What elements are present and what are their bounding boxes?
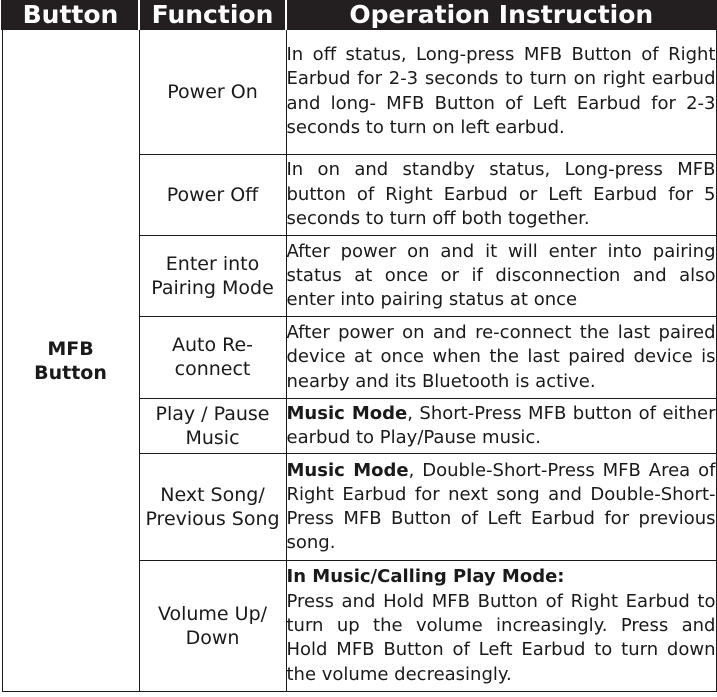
table-row: Volume Up/ Down In Music/Calling Play Mo…	[2, 560, 717, 692]
function-auto-reconnect: Auto Re-connect	[138, 316, 287, 399]
instruction-play-pause: Music Mode, Short-Press MFB button of ei…	[285, 397, 717, 455]
instruction-text: Press and Hold MFB Button of Right Earbu…	[286, 590, 716, 685]
instruction-text: , Short-Press MFB button of either earbu…	[286, 402, 716, 448]
instruction-text: , Double-Short-Press MFB Area of Right E…	[286, 459, 716, 554]
instruction-power-off: In on and standby status, Long-press MFB…	[285, 153, 717, 236]
instruction-mode-label: Music Mode	[286, 459, 409, 481]
instruction-power-on: In off status, Long-press MFB Button of …	[285, 29, 717, 155]
function-next-previous-song: Next Song/ Previous Song	[138, 453, 287, 562]
table-row: Play / Pause Music Music Mode, Short-Pre…	[2, 397, 717, 455]
header-operation-instruction: Operation Instruction	[285, 0, 717, 30]
instruction-next-previous-song: Music Mode, Double-Short-Press MFB Area …	[285, 453, 717, 562]
table-row: Auto Re-connect After power on and re-co…	[2, 316, 717, 399]
instruction-auto-reconnect: After power on and re-connect the last p…	[285, 316, 717, 399]
header-button: Button	[1, 0, 140, 30]
table-row: MFB Button Power On In off status, Long-…	[1, 29, 717, 692]
table-row: Enter into Pairing Mode After power on a…	[2, 234, 717, 318]
table-row: Next Song/ Previous Song Music Mode, Dou…	[2, 453, 717, 562]
button-label: MFB Button	[34, 337, 107, 384]
function-power-off: Power Off	[138, 153, 287, 236]
function-volume: Volume Up/ Down	[138, 560, 287, 692]
table-header-row: Button Function Operation Instruction	[1, 0, 717, 30]
function-play-pause: Play / Pause Music	[138, 397, 287, 455]
function-power-on: Power On	[138, 29, 287, 155]
button-cell-mfb: MFB Button	[1, 29, 140, 692]
instruction-mode-label: In Music/Calling Play Mode:	[286, 566, 565, 588]
header-function: Function	[138, 0, 287, 30]
table-row: Power Off In on and standby status, Long…	[2, 153, 717, 236]
instruction-mode-label: Music Mode	[286, 402, 408, 424]
function-pairing-mode: Enter into Pairing Mode	[138, 234, 287, 318]
instruction-pairing-mode: After power on and it will enter into pa…	[285, 234, 717, 318]
instruction-volume: In Music/Calling Play Mode:Press and Hol…	[285, 560, 717, 692]
